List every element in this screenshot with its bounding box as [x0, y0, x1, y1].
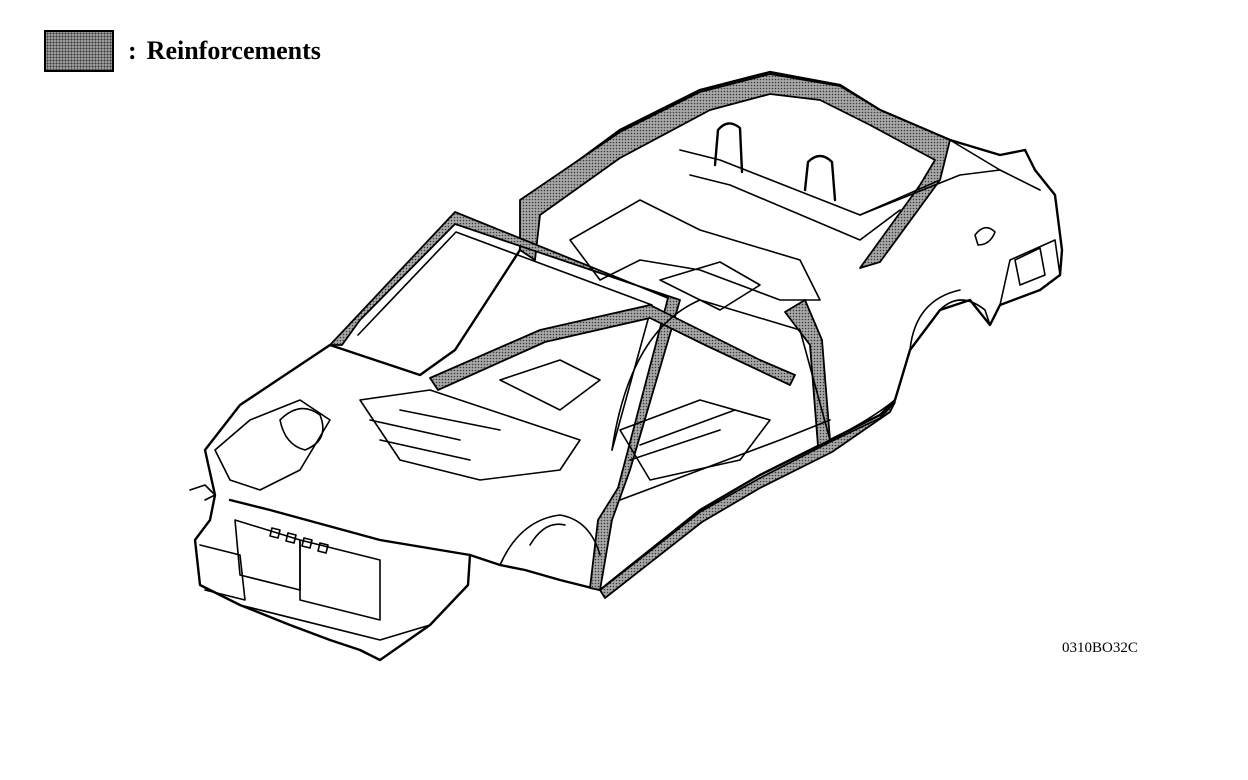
legend: : Reinforcements	[44, 30, 321, 72]
floor-crossmember	[619, 399, 771, 481]
rear-bulkhead	[679, 149, 941, 216]
front-wheel-arch	[499, 514, 601, 566]
rocker-reinforcement	[599, 401, 896, 599]
tail-lamp-opening	[1014, 247, 1046, 286]
roof-rail-reinforcement	[519, 73, 951, 269]
floor-rib-1	[629, 429, 721, 461]
trunk-edge	[949, 139, 1041, 191]
reinforcement-swatch	[44, 30, 114, 72]
floor-rib-2	[639, 409, 736, 446]
rear-quarter	[939, 299, 991, 326]
floor-tunnel	[569, 199, 821, 301]
front-slots	[269, 527, 329, 554]
rear-deck-edge	[859, 169, 1001, 216]
front-apron-right	[359, 389, 581, 481]
legend-separator: :	[128, 36, 137, 65]
tow-hook	[189, 484, 216, 501]
figure-code: 0310BO32C	[1062, 640, 1138, 656]
front-cross-member	[228, 498, 472, 557]
rear-bulkhead-lower	[689, 174, 901, 241]
front-apron-ribs	[369, 409, 501, 461]
quarter-lower-line	[829, 399, 896, 441]
windshield-inner-edge	[357, 231, 653, 451]
front-bumper-reinf	[199, 544, 246, 601]
lower-rail	[239, 604, 431, 641]
headrest-loop-right	[803, 154, 837, 202]
tail-panel	[999, 239, 1061, 306]
radiator-support-inner	[299, 539, 381, 621]
cowl-cross-member	[429, 304, 796, 391]
strut-tower	[279, 407, 324, 451]
sill-inner	[619, 419, 831, 501]
rear-vent-left	[974, 226, 996, 246]
windshield-frame-reinforcement	[329, 211, 681, 591]
front-wheel-arch-inner	[529, 523, 566, 546]
seat-mount-front	[499, 359, 601, 411]
rear-wheel-arch	[909, 289, 961, 351]
radiator-support	[234, 519, 301, 591]
legend-label: Reinforcements	[146, 36, 321, 65]
door-opening	[611, 299, 831, 451]
headrest-loop-left	[713, 122, 744, 174]
